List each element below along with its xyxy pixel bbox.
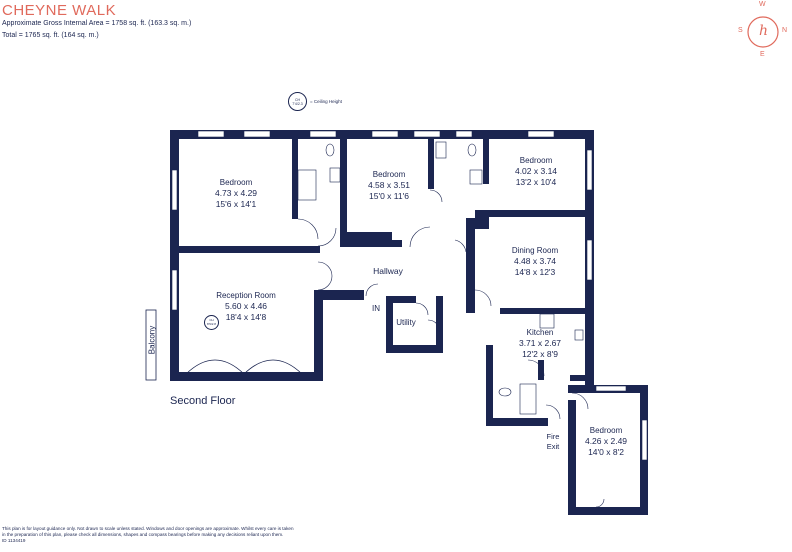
door-swings <box>297 189 605 508</box>
compass-ring <box>747 16 779 48</box>
bedroom-2-label: Bedroom 4.58 x 3.51 15'0 x 11'6 <box>368 170 410 202</box>
room-name: Dining Room <box>511 246 559 255</box>
entrance-label: IN <box>372 304 380 313</box>
ch-bottom: 8'9/2.8 <box>207 321 216 326</box>
fire-exit-line1: Fire <box>546 432 560 441</box>
room-name: Bedroom <box>372 170 406 179</box>
disclaimer-line2: in the preparation of this plan, please … <box>2 532 284 537</box>
windows <box>171 130 648 461</box>
compass-e: N <box>782 27 788 34</box>
floor-label: Second Floor <box>170 395 236 407</box>
room-name: Bedroom <box>519 156 553 165</box>
room-metric: 3.71 x 2.67 <box>518 338 562 348</box>
room-imperial: 18'4 x 14'8 <box>225 312 267 322</box>
disclaimer-line1: This plan is for layout guidance only. N… <box>2 526 294 531</box>
compass-icon: W N E S h <box>738 1 788 60</box>
room-metric: 4.48 x 3.74 <box>513 256 557 266</box>
reception-room-label: Reception Room 5.60 x 4.46 18'4 x 14'8 <box>216 291 276 323</box>
balcony-label: Balcony <box>147 325 157 355</box>
hallway-label: Hallway <box>373 266 403 276</box>
ceiling-height-key: CH 7'4/2.3 = Ceiling Height <box>288 92 342 111</box>
page-title: CHEYNE WALK <box>2 2 117 19</box>
bedroom-4-label: Bedroom 4.26 x 2.49 14'0 x 8'2 <box>585 426 627 458</box>
room-name: Bedroom <box>589 426 623 435</box>
room-name: Kitchen <box>526 328 554 337</box>
room-imperial: 14'0 x 8'2 <box>588 447 624 457</box>
room-imperial: 15'6 x 14'1 <box>215 199 257 209</box>
bathroom-fixtures <box>297 141 584 415</box>
room-metric: 4.26 x 2.49 <box>584 436 628 446</box>
room-metric: 4.02 x 3.14 <box>514 166 558 176</box>
balcony-outline <box>145 309 157 381</box>
ceiling-height-label: = Ceiling Height <box>310 99 342 104</box>
room-metric: 4.73 x 4.29 <box>214 188 258 198</box>
room-imperial: 14'8 x 12'3 <box>514 267 556 277</box>
ceiling-badge-top: CH <box>294 97 301 102</box>
reception-ceiling-badge: CH 8'9/2.8 <box>204 315 219 330</box>
room-imperial: 13'2 x 10'4 <box>515 177 557 187</box>
room-imperial: 12'2 x 8'9 <box>522 349 558 359</box>
fire-exit-line2: Exit <box>546 442 560 451</box>
room-metric: 4.58 x 3.51 <box>367 180 411 190</box>
gross-area-text: Approximate Gross Internal Area = 1758 s… <box>2 20 192 27</box>
ceiling-badge-bottom: 7'4/2.3 <box>292 101 303 106</box>
bay-window <box>185 359 303 375</box>
fire-exit-label: Fire Exit <box>547 432 560 452</box>
ch-top: CH <box>209 318 214 322</box>
disclaimer-id: ID 1134419 <box>2 538 26 543</box>
bedroom-3-label: Bedroom 4.02 x 3.14 13'2 x 10'4 <box>515 156 557 188</box>
room-name: Bedroom <box>219 178 253 187</box>
compass-n: W <box>759 1 766 8</box>
room-imperial: 15'0 x 11'6 <box>369 191 409 201</box>
total-area-text: Total = 1765 sq. ft. (164 sq. m.) <box>2 32 99 39</box>
utility-label: Utility <box>396 318 416 327</box>
compass-logo: h <box>759 23 769 39</box>
room-name: Reception Room <box>216 291 276 300</box>
compass-s: E <box>760 51 765 58</box>
bedroom-1-label: Bedroom 4.73 x 4.29 15'6 x 14'1 <box>215 178 257 210</box>
compass-w: S <box>738 27 743 34</box>
ceiling-height-badge: CH 7'4/2.3 <box>288 92 307 111</box>
dining-room-label: Dining Room 4.48 x 3.74 14'8 x 12'3 <box>512 246 558 278</box>
disclaimer: This plan is for layout guidance only. N… <box>2 526 422 544</box>
room-metric: 5.60 x 4.46 <box>224 301 268 311</box>
kitchen-label: Kitchen 3.71 x 2.67 12'2 x 8'9 <box>519 328 561 360</box>
